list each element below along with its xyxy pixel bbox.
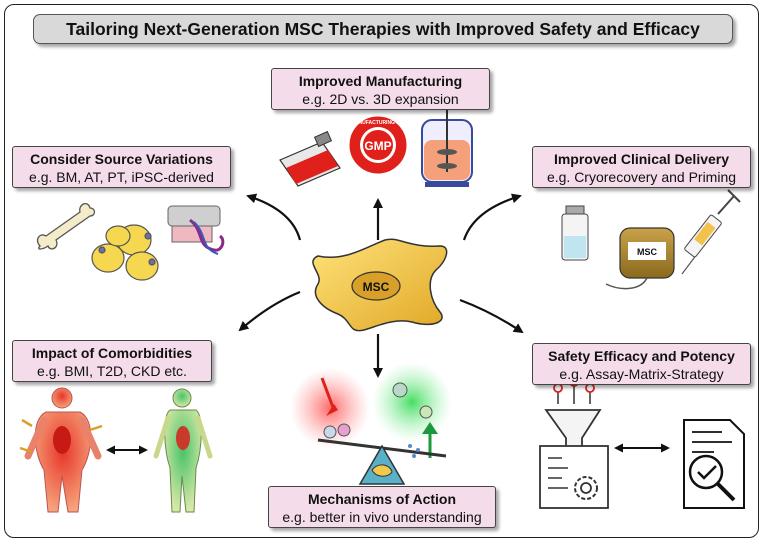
delivery-sub: e.g. Cryorecovery and Priming	[546, 169, 737, 185]
msc-cell-icon	[312, 238, 448, 332]
manufacturing-sub: e.g. 2D vs. 3D expansion	[302, 91, 459, 107]
box-safety-efficacy: Safety Efficacy and Potency e.g. Assay-M…	[532, 343, 751, 385]
radial-arrows	[238, 193, 524, 378]
gmp-ring-label: GOOD MANUFACTURING PRACTICE	[334, 120, 422, 126]
report-magnifier-icon	[683, 419, 745, 509]
mechanisms-heading: Mechanisms of Action	[307, 491, 457, 507]
assay-funnel-icon	[539, 377, 609, 509]
bag-label: MSC	[637, 247, 658, 257]
comorbidities-heading: Impact of Comorbidities	[31, 345, 193, 361]
msc-center-label: MSC	[363, 280, 390, 294]
syringe-icon	[681, 189, 741, 275]
comorbidities-sub: e.g. BMI, T2D, CKD etc.	[37, 363, 187, 379]
cell-bag-icon	[605, 227, 675, 290]
box-mechanisms-of-action: Mechanisms of Action e.g. better in vivo…	[268, 486, 496, 528]
obese-body-icon	[19, 387, 103, 513]
safety-sub: e.g. Assay-Matrix-Strategy	[559, 366, 724, 382]
box-clinical-delivery: Improved Clinical Delivery e.g. Cryoreco…	[532, 146, 751, 188]
arrow-to-comorbidities	[238, 290, 301, 332]
delivery-heading: Improved Clinical Delivery	[553, 151, 730, 167]
placenta-tissue-icon	[167, 205, 225, 255]
bone-icon	[36, 203, 96, 250]
arrow-to-safety	[459, 298, 524, 334]
bioreactor-icon	[421, 110, 473, 187]
culture-flask-icon	[279, 130, 341, 187]
gmp-label: GMP	[364, 139, 391, 153]
mechanism-seesaw-icon	[290, 362, 452, 485]
safety-heading: Safety Efficacy and Potency	[548, 348, 735, 364]
lean-body-icon	[153, 388, 213, 513]
arrow-to-delivery	[462, 193, 522, 241]
box-source-variations: Consider Source Variations e.g. BM, AT, …	[12, 146, 231, 188]
mechanisms-sub: e.g. better in vivo understanding	[282, 509, 482, 525]
gmp-seal-icon	[346, 113, 410, 177]
box-comorbidities: Impact of Comorbidities e.g. BMI, T2D, C…	[12, 340, 212, 382]
box-improved-manufacturing: Improved Manufacturing e.g. 2D vs. 3D ex…	[271, 68, 490, 110]
arrow-to-source	[246, 193, 302, 241]
manufacturing-heading: Improved Manufacturing	[298, 73, 463, 89]
diagram-title: Tailoring Next-Generation MSC Therapies …	[33, 14, 733, 44]
adipocytes-icon	[91, 224, 159, 281]
source-heading: Consider Source Variations	[30, 151, 213, 167]
cryovial-icon	[561, 205, 589, 261]
source-sub: e.g. BM, AT, PT, iPSC-derived	[29, 169, 214, 185]
